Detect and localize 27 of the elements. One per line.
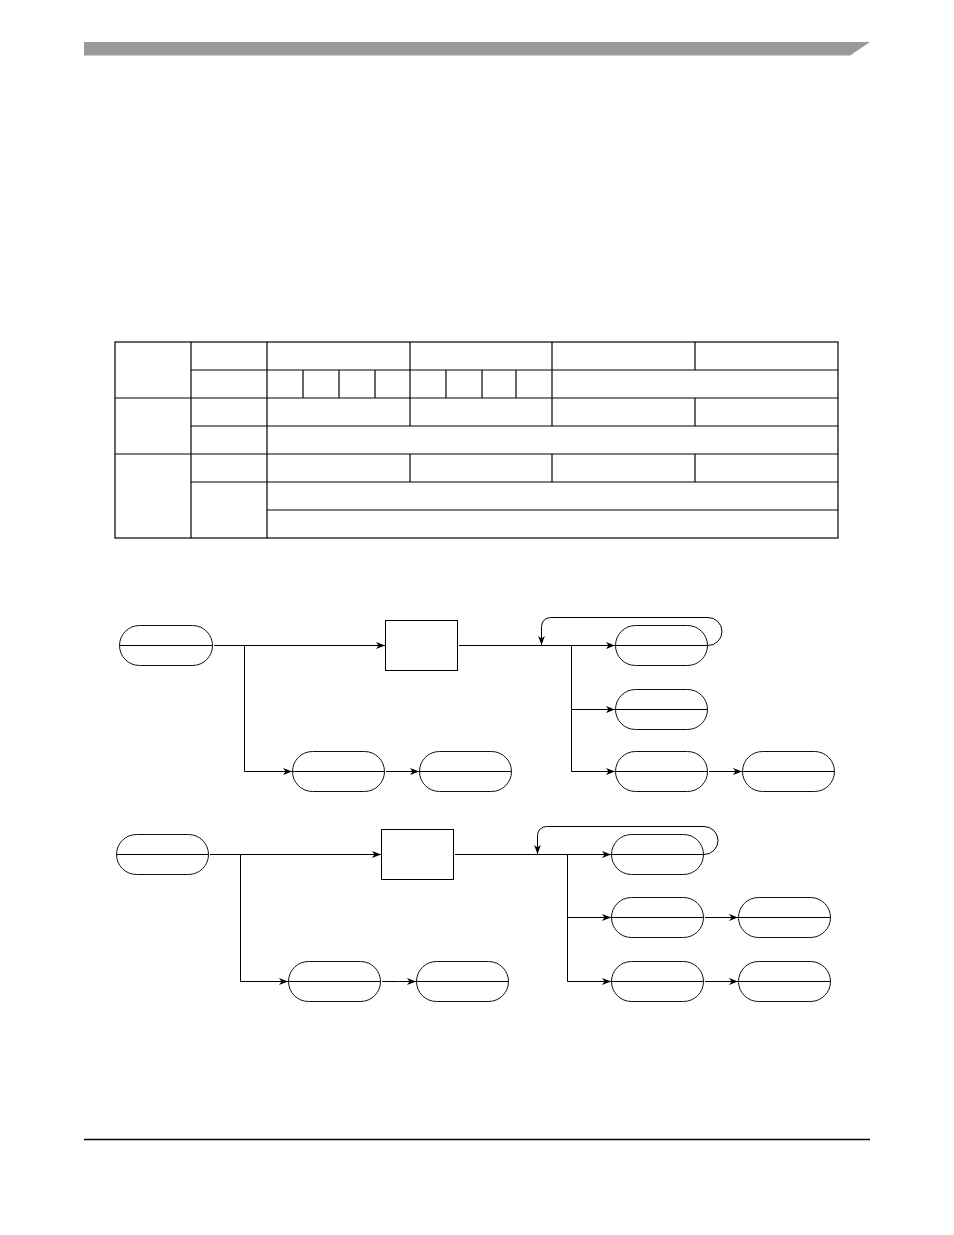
arrow	[567, 851, 612, 858]
connector-line	[209, 854, 241, 855]
connector-line	[537, 854, 568, 855]
connector-line	[571, 645, 572, 710]
connector-line	[213, 645, 245, 646]
arrow	[704, 978, 739, 985]
arrow	[385, 768, 420, 775]
arrow	[567, 917, 612, 985]
arrow	[244, 645, 293, 775]
arrow	[567, 914, 612, 921]
arrow	[381, 978, 417, 985]
connector-line	[454, 854, 538, 855]
connector-line	[458, 645, 542, 646]
connector-line	[567, 854, 568, 918]
arrow	[571, 642, 616, 649]
process-box	[385, 620, 458, 671]
process-box	[381, 829, 454, 880]
arrow	[571, 706, 616, 713]
arrow	[571, 709, 616, 775]
arrow	[534, 826, 719, 855]
arrow	[240, 851, 382, 858]
arrow	[244, 642, 386, 649]
arrow	[538, 617, 723, 646]
arrow	[240, 854, 289, 985]
connector-line	[541, 645, 572, 646]
arrow	[704, 914, 739, 921]
arrow	[708, 768, 743, 775]
